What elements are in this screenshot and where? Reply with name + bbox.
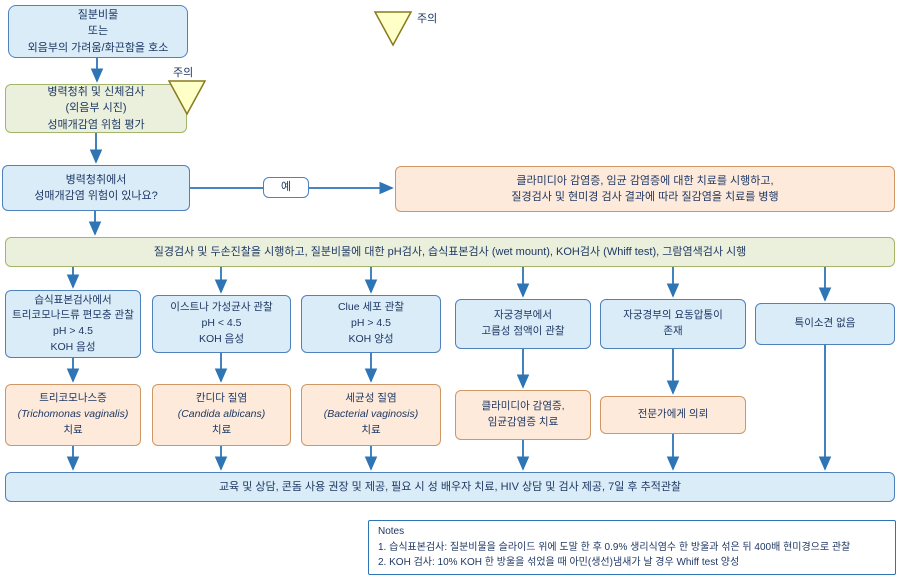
caution-label: 주의 — [173, 67, 194, 79]
finding-box-wet-mount-trichomonad: 습식표본검사에서 트리코모나드류 편모충 관찰 pH > 4.5 KOH 음성 — [5, 290, 141, 358]
treatment-box-candida: 칸디다 질염 (Candida albicans) 치료 — [152, 384, 291, 446]
notes-item: 1. 습식표본검사: 질분비물을 슬라이드 위에 도말 한 후 0.9% 생리식… — [378, 541, 851, 553]
sti-treatment-box: 클라미디아 감염증, 임균 감염증에 대한 치료를 시행하고, 질경검사 및 현… — [395, 166, 895, 212]
followup-bar: 교육 및 상담, 콘돔 사용 권장 및 제공, 필요 시 성 배우자 치료, H… — [5, 472, 895, 502]
sti-risk-question-box: 병력청취에서 성매개감염 위험이 있나요? — [2, 165, 190, 211]
finding-box-cervical-motion-tenderness: 자궁경부의 요동압통이 존재 — [600, 299, 746, 349]
yes-label: 예 — [263, 177, 309, 198]
treatment-box-refer-specialist: 전문가에게 의뢰 — [600, 396, 746, 434]
finding-box-clue-cells: Clue 세포 관찰 pH > 4.5 KOH 양성 — [301, 295, 441, 353]
warning-triangle-icon — [167, 80, 207, 116]
notes-box: Notes 1. 습식표본검사: 질분비물을 슬라이드 위에 도말 한 후 0.… — [368, 520, 896, 575]
finding-box-no-abnormality: 특이소견 없음 — [755, 303, 895, 345]
warning-triangle-icon — [373, 11, 413, 47]
finding-box-cervical-mucopus: 자궁경부에서 고름성 점액이 관찰 — [455, 299, 591, 349]
start-symptom-box: 질분비물 또는 외음부의 가려움/화끈함을 호소 — [8, 5, 188, 58]
finding-box-yeast-pseudohyphae: 이스트나 가성균사 관찰 pH < 4.5 KOH 음성 — [152, 295, 291, 353]
caution-label: 주의 — [417, 13, 438, 25]
history-exam-box: 병력청취 및 신체검사 (외음부 시진) 성매개감염 위험 평가 — [5, 84, 187, 133]
treatment-box-bacterial-vaginosis: 세균성 질염 (Bacterial vaginosis) 치료 — [301, 384, 441, 446]
notes-item: 2. KOH 검사: 10% KOH 한 방울을 섞었을 때 아민(생선)냄새가… — [378, 557, 740, 568]
notes-title: Notes — [378, 526, 405, 537]
treatment-box-trichomoniasis: 트리코모나스증 (Trichomonas vaginalis) 치료 — [5, 384, 141, 446]
treatment-box-chlamydia-gonorrhea: 클라미디아 감염증, 임균감염증 치료 — [455, 390, 591, 440]
speculum-test-bar: 질경검사 및 두손진찰을 시행하고, 질분비물에 대한 pH검사, 습식표본검사… — [5, 237, 895, 267]
